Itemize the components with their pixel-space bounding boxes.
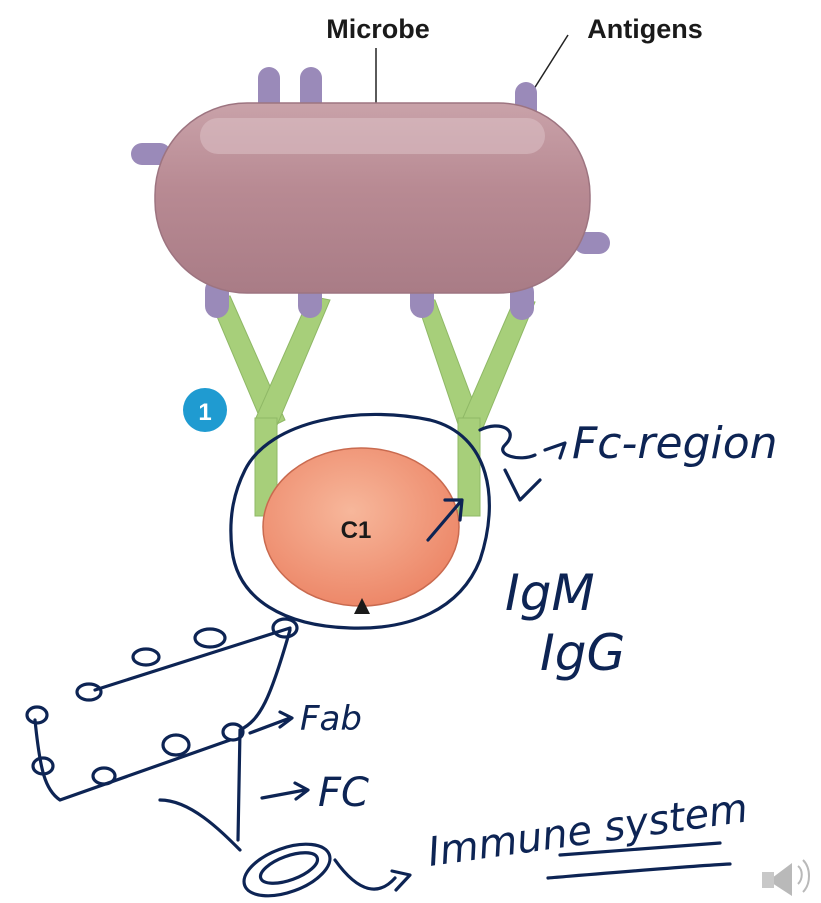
ink-bead	[93, 768, 115, 784]
ink-bead	[195, 629, 225, 647]
ink-bead	[163, 735, 189, 755]
step-number: 1	[198, 399, 211, 426]
speaker-icon[interactable]	[762, 860, 809, 896]
ink-igm: IgM	[505, 564, 595, 622]
ink-bead	[27, 707, 47, 723]
antigens-leader	[532, 35, 568, 92]
antigens-label: Antigens	[587, 14, 703, 44]
ink-fc-region: Fc-region	[572, 418, 778, 469]
ink-bead	[77, 684, 101, 700]
ink-igg: IgG	[540, 624, 625, 682]
ink-fc-pointer	[480, 426, 565, 500]
ink-immune-system: Immune system	[425, 785, 751, 875]
microbe-highlight	[200, 118, 545, 154]
ink-fab: Fab	[300, 699, 362, 739]
ink-bead	[133, 649, 159, 665]
ink-antibody-doodle	[35, 628, 290, 850]
ink-fc: FC	[318, 770, 369, 816]
c1-label: C1	[341, 517, 372, 544]
ink-fc-arrow	[262, 783, 308, 799]
microbe-label: Microbe	[326, 14, 430, 44]
ink-small-circle	[237, 834, 337, 903]
ink-immune-arrow	[335, 860, 410, 890]
